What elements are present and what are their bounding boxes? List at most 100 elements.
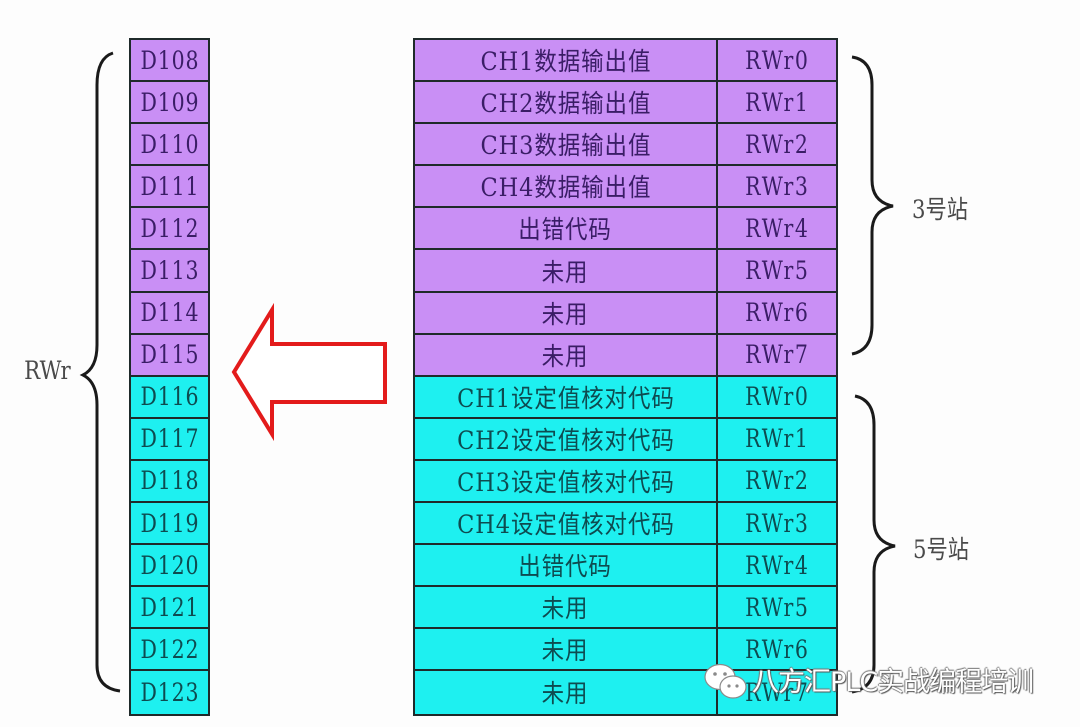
table-row: CH1数据输出值 RWr0	[415, 40, 836, 83]
device-register-label: D112	[140, 213, 199, 243]
rwr-group-label-text: RWr	[24, 356, 71, 385]
device-register-cell: D116	[131, 376, 208, 419]
device-register-label: D110	[140, 129, 199, 159]
device-register-cell: D115	[131, 334, 208, 377]
device-register-cell: D111	[131, 166, 208, 209]
register-description-cell: 未用	[415, 587, 718, 628]
device-register-label: D118	[140, 466, 199, 496]
register-description-cell: 未用	[415, 629, 718, 670]
station-5-brace	[851, 394, 896, 694]
station-5-label-text: 5号站	[912, 535, 969, 564]
register-description-cell: 出错代码	[415, 208, 718, 249]
register-description: 出错代码	[518, 215, 613, 245]
register-address-cell: RWr3	[718, 503, 836, 543]
register-description: 未用	[542, 257, 589, 287]
register-address-cell: RWr5	[718, 587, 836, 627]
register-description-cell: CH1数据输出值	[415, 40, 718, 81]
register-address-cell: RWr2	[718, 461, 836, 501]
device-register-label: D114	[140, 298, 199, 328]
register-address: RWr5	[744, 592, 810, 622]
register-address: RWr1	[744, 424, 810, 454]
register-address: RWr1	[744, 87, 810, 117]
register-address-cell: RWr1	[718, 419, 836, 459]
device-register-cell: D109	[131, 82, 208, 125]
register-address: RWr7	[744, 340, 810, 370]
device-register-cell: D112	[131, 208, 208, 251]
register-address: RWr5	[744, 256, 810, 286]
register-description: 未用	[542, 679, 589, 709]
device-register-label: D119	[140, 508, 199, 538]
register-description: CH4数据输出值	[480, 173, 651, 203]
register-address-cell: RWr7	[718, 671, 836, 713]
left-brace	[79, 51, 121, 693]
register-description: CH1数据输出值	[480, 47, 651, 77]
register-address: RWr3	[744, 508, 810, 538]
table-row: 未用 RWr6	[415, 292, 836, 335]
device-register-label: D117	[140, 424, 199, 454]
station-5-label: 5号站	[908, 530, 974, 566]
device-register-cell: D119	[131, 503, 208, 546]
register-address: RWr0	[744, 45, 810, 75]
table-row: 未用 RWr5	[415, 250, 836, 293]
register-description-cell: 出错代码	[415, 545, 718, 586]
device-register-cell: D117	[131, 418, 208, 461]
register-description-cell: CH4数据输出值	[415, 166, 718, 207]
register-address-cell: RWr6	[718, 293, 836, 333]
table-row: CH3数据输出值 RWr2	[415, 124, 836, 167]
device-register-label: D116	[140, 382, 199, 412]
station-3-brace	[851, 55, 894, 356]
device-register-label: D122	[140, 634, 199, 664]
register-address: RWr6	[744, 298, 810, 328]
device-register-cell: D108	[131, 40, 208, 83]
table-row: 未用 RWr7	[415, 334, 836, 377]
rwr-group-label: RWr	[20, 356, 75, 385]
register-description: 未用	[542, 341, 589, 371]
device-register-cell: D110	[131, 124, 208, 167]
register-description: CH2设定值核对代码	[456, 425, 675, 455]
register-address: RWr0	[744, 382, 810, 412]
register-address: RWr2	[744, 466, 810, 496]
register-address: RWr4	[744, 550, 810, 580]
station-3-label-text: 3号站	[911, 195, 968, 224]
device-register-label: D120	[140, 550, 199, 580]
device-register-cell: D122	[131, 629, 208, 672]
register-address-cell: RWr0	[718, 40, 836, 80]
register-description-cell: 未用	[415, 292, 718, 333]
device-register-cell: D121	[131, 587, 208, 630]
register-description: CH1设定值核对代码	[456, 383, 675, 413]
register-address-cell: RWr3	[718, 166, 836, 206]
register-description-cell: CH3数据输出值	[415, 124, 718, 165]
device-register-label: D123	[140, 677, 199, 707]
device-register-cell: D120	[131, 545, 208, 588]
register-address-cell: RWr2	[718, 124, 836, 164]
station-3-label: 3号站	[907, 190, 973, 226]
register-address: RWr2	[744, 129, 810, 159]
table-row: CH2设定值核对代码 RWr1	[415, 418, 836, 461]
register-address-cell: RWr5	[718, 250, 836, 290]
register-description-cell: 未用	[415, 671, 718, 714]
register-address-cell: RWr6	[718, 629, 836, 669]
table-row: CH4数据输出值 RWr3	[415, 166, 836, 209]
register-address-cell: RWr0	[718, 377, 836, 417]
register-description: 未用	[542, 594, 589, 624]
register-address: RWr7	[744, 677, 810, 707]
wechat-icon	[704, 663, 747, 699]
register-description: CH4设定值核对代码	[456, 510, 675, 540]
register-address-cell: RWr4	[718, 208, 836, 248]
register-description-cell: CH2设定值核对代码	[415, 418, 718, 459]
table-row: 未用 RWr5	[415, 587, 836, 630]
table-row: 未用 RWr7	[415, 671, 836, 714]
register-address-cell: RWr1	[718, 82, 836, 122]
table-row: CH1设定值核对代码 RWr0	[415, 376, 836, 419]
device-register-cell: D118	[131, 460, 208, 504]
register-description: CH3数据输出值	[480, 131, 651, 161]
register-address-cell: RWr7	[718, 335, 836, 375]
device-register-label: D111	[140, 171, 199, 201]
device-register-cell: D113	[131, 250, 208, 293]
table-row: 出错代码 RWr4	[415, 208, 836, 251]
register-address: RWr6	[744, 634, 810, 664]
